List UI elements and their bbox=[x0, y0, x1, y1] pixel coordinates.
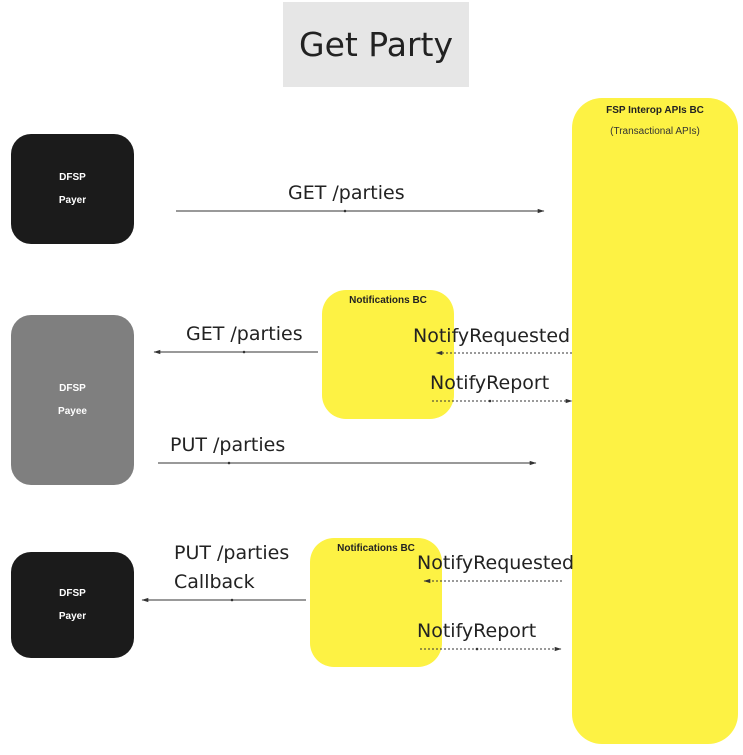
label-get-parties-request: GET /parties bbox=[288, 182, 405, 204]
label-put-parties-callback-line2: Callback bbox=[174, 571, 255, 593]
dfsp-payer-top-line2: Payer bbox=[58, 195, 87, 206]
dfsp-payee-line2: Payee bbox=[58, 406, 87, 417]
label-notify-report-2: NotifyReport bbox=[417, 620, 537, 642]
label-notify-requested-1: NotifyRequested bbox=[413, 325, 571, 347]
dfsp-payer-bottom-line2: Payer bbox=[58, 611, 87, 622]
dfsp-payee-box: DFSP Payee bbox=[11, 315, 134, 485]
label-notify-report-1: NotifyReport bbox=[430, 372, 550, 394]
diagram-title-box: Get Party bbox=[283, 2, 469, 87]
dfsp-payer-top-line1: DFSP bbox=[59, 172, 86, 183]
notifications-bc-bottom: Notifications BC bbox=[310, 538, 442, 667]
label-put-parties: PUT /parties bbox=[170, 434, 286, 456]
diagram-title: Get Party bbox=[299, 25, 453, 64]
dfsp-payee-line1: DFSP bbox=[59, 383, 86, 394]
dfsp-payer-top-box: DFSP Payer bbox=[11, 134, 134, 244]
label-get-parties-forward: GET /parties bbox=[186, 323, 303, 345]
fsp-interop-apis-bc-subtitle: (Transactional APIs) bbox=[610, 126, 700, 137]
fsp-interop-apis-bc: FSP Interop APIs BC (Transactional APIs) bbox=[572, 98, 738, 744]
notifications-bc-top-name: Notifications BC bbox=[349, 295, 427, 306]
notifications-bc-top: Notifications BC bbox=[322, 290, 454, 419]
fsp-interop-apis-bc-name: FSP Interop APIs BC bbox=[606, 105, 704, 116]
label-put-parties-callback-line1: PUT /parties bbox=[174, 542, 290, 564]
label-notify-requested-2: NotifyRequested bbox=[417, 552, 575, 574]
dfsp-payer-bottom-box: DFSP Payer bbox=[11, 552, 134, 658]
notifications-bc-bottom-name: Notifications BC bbox=[337, 543, 415, 554]
dfsp-payer-bottom-line1: DFSP bbox=[59, 588, 86, 599]
